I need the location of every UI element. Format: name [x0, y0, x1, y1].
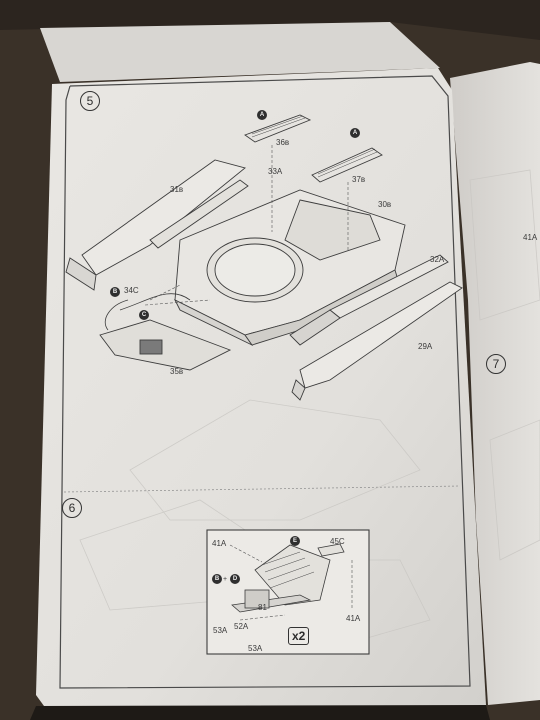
- part-35b: 35в: [170, 367, 184, 376]
- part-30b: 30в: [378, 200, 392, 209]
- part-45c: 45C: [330, 537, 345, 546]
- part-53a-left: 53A: [213, 626, 228, 635]
- step-number-5: 5: [80, 91, 100, 111]
- part-33a: 33A: [268, 167, 283, 176]
- marker-b-step6: B: [212, 574, 222, 584]
- part-53a-bottom: 53A: [248, 644, 263, 653]
- right-page: [450, 62, 540, 705]
- multiplier-x2: x2: [288, 627, 310, 645]
- marker-e: E: [290, 536, 300, 546]
- plus-sign: +: [223, 576, 228, 583]
- part-36b: 36в: [276, 138, 290, 147]
- part-81: 81: [258, 603, 267, 612]
- part-34c: 34C: [124, 286, 139, 295]
- marker-a-top: A: [257, 110, 267, 120]
- marker-b: B: [110, 287, 120, 297]
- part-32a: 32A: [430, 255, 445, 264]
- part-52a: 52A: [234, 622, 249, 631]
- part-41a-right: 41A: [346, 614, 361, 623]
- part-31b: 31в: [170, 185, 184, 194]
- step-number-6: 6: [62, 498, 82, 518]
- page-under: [40, 22, 440, 82]
- part-37b: 37в: [352, 175, 366, 184]
- step-number-7: 7: [486, 354, 506, 374]
- part-41a-left: 41A: [212, 539, 227, 548]
- marker-c: C: [139, 310, 149, 320]
- marker-a-right: A: [350, 128, 360, 138]
- part-29a: 29A: [418, 342, 433, 351]
- marker-d: D: [230, 574, 240, 584]
- part-41a-edge: 41A: [523, 233, 538, 242]
